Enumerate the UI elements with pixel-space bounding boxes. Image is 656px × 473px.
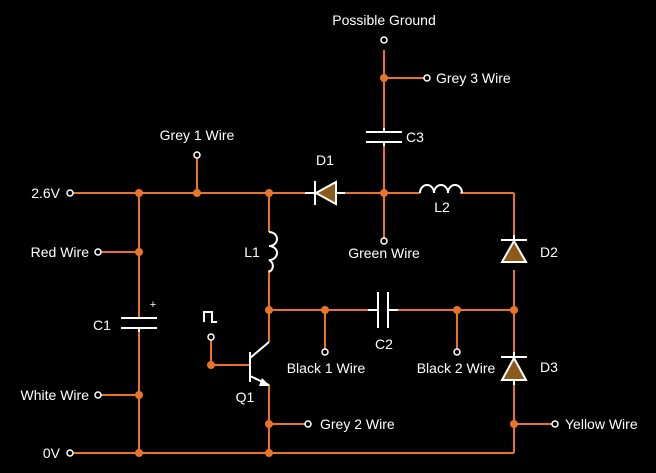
transistor-q1 [249,341,270,386]
diode-d1 [305,180,345,206]
label-d1: D1 [316,152,334,168]
label-black-1-wire: Black 1 Wire [287,360,366,376]
label-possible-ground: Possible Ground [332,12,436,28]
label-c3: C3 [406,129,424,145]
wires [72,50,552,454]
junction-dots [135,74,518,457]
terminals [66,36,559,457]
diode-d2 [500,235,528,263]
label-green-wire: Green Wire [348,245,420,261]
label-black-2-wire: Black 2 Wire [417,360,496,376]
inductor-l2 [419,184,463,194]
label-d3: D3 [540,359,558,375]
label-c1-plus: + [150,299,156,311]
label-red-wire: Red Wire [31,244,90,260]
label-c2: C2 [375,336,393,352]
capacitor-c3 [366,128,402,146]
diode-d3 [500,352,528,385]
label-d2: D2 [540,244,558,260]
label-grey-3-wire: Grey 3 Wire [436,70,511,86]
label-white-wire: White Wire [21,387,90,403]
pulse-icon [203,311,217,323]
label-l1: L1 [244,244,260,260]
capacitor-c2 [368,292,398,328]
label-yellow-wire: Yellow Wire [565,416,638,432]
label-0v: 0V [43,445,61,461]
inductor-l1 [268,231,278,273]
label-q1: Q1 [236,389,255,405]
labels: Possible Ground Grey 3 Wire Grey 1 Wire … [21,12,638,461]
label-l2: L2 [434,199,450,215]
label-grey-1-wire: Grey 1 Wire [160,127,235,143]
label-2-6v: 2.6V [31,185,60,201]
label-grey-2-wire: Grey 2 Wire [320,416,395,432]
capacitor-c1 [121,317,157,332]
label-c1: C1 [93,317,111,333]
